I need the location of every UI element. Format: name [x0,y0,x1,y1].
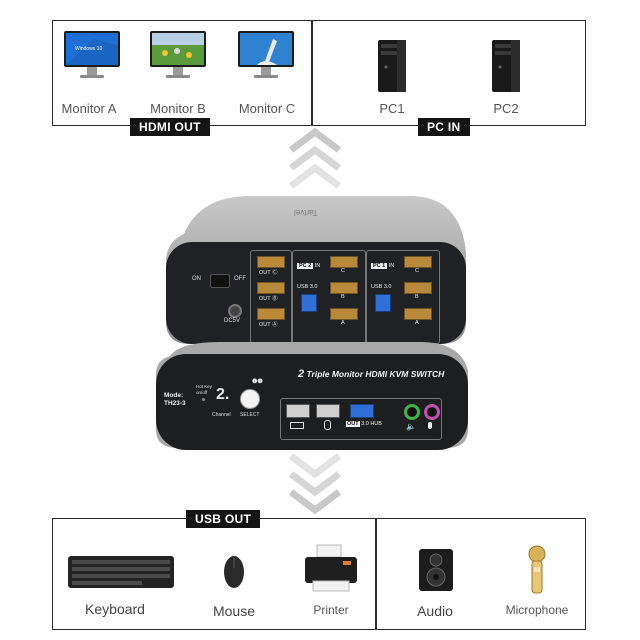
microphone-label: Microphone [505,603,569,617]
kvm-chassis-front [156,342,468,450]
pc2-label: PC2 [493,101,519,116]
pc2 [489,37,523,95]
mic-icon [428,422,432,429]
select-label: SELECT [240,412,260,418]
panel-divider [375,519,377,629]
mouse-icon [224,556,244,588]
keyboard-port-icon [290,422,304,429]
monitor-c [237,29,295,89]
pc2-usb-label: USB 3.0 [297,284,318,290]
monitor-icon [238,31,294,78]
dc-power-jack[interactable] [228,304,242,318]
down-arrows-icon [288,453,342,515]
hotkey-sub-label: on/off [196,390,208,395]
monitor-icon [150,31,206,78]
printer-icon [305,544,357,592]
hotkey-led [202,398,205,401]
off-label: OFF [234,276,246,282]
kvm-switch-back: Tartvel ON OFF DC5V OUT Ⓒ OUT Ⓑ OUT Ⓐ PC… [160,192,472,350]
monitor-c-label: Monitor C [238,101,296,116]
pc-tower-icon [378,40,406,92]
pc1-usb-port[interactable] [375,294,391,312]
hdmi-out-b-port[interactable] [257,282,285,294]
usb-out-tag: USB OUT [186,510,261,528]
output-input-panel: Windows 10 Monitor A Monitor B Monitor C [52,20,586,126]
mic-jack[interactable] [424,404,440,420]
model-value: TH23-3 [164,400,186,407]
pc1-usb-label: USB 3.0 [371,284,392,290]
pc2-in-label: PC 2 IN [297,263,321,269]
out-a-label: OUT Ⓐ [259,322,278,328]
pc1-hdmi-b-port[interactable] [404,282,432,294]
hdmi-out-c-port[interactable] [257,256,285,268]
pc2-port-b-label: B [341,294,345,300]
hotkey-label: Hot Key [196,384,213,389]
select-badge: ❶12❷ [252,379,263,385]
power-switch[interactable] [210,274,230,288]
usb3-hub-port[interactable] [350,404,374,418]
mouse-usb-port[interactable] [316,404,340,418]
pc2-hdmi-b-port[interactable] [330,282,358,294]
front-port-frame [280,398,442,440]
monitor-icon: Windows 10 [64,31,120,78]
pc2-hdmi-a-port[interactable] [330,308,358,320]
channel-label: Channel [212,412,231,418]
monitor-b-label: Monitor B [150,101,206,116]
up-arrows-icon [288,127,342,189]
pc1 [375,37,409,95]
pc1-label: PC1 [379,101,405,116]
pc-tower-icon [492,40,520,92]
pc-in-tag: PC IN [418,118,470,136]
audio-label: Audio [417,603,453,619]
brand-label: Tartvel [294,208,318,217]
pc2-port-a-label: A [341,320,345,326]
on-label: ON [192,276,201,282]
pc1-hdmi-c-port[interactable] [404,256,432,268]
mouse-label: Mouse [212,603,256,619]
pc1-port-c-label: C [415,268,419,274]
pc2-port-c-label: C [341,268,345,274]
panel-divider [311,21,313,125]
speaker-icon [419,549,453,591]
product-title: 2 Triple Monitor HDMI KVM SWITCH [298,368,445,380]
keyboard-label: Keyboard [85,601,145,617]
speaker-icon: 🔈 [406,422,416,431]
select-button[interactable] [240,389,260,409]
audio-jack[interactable] [404,404,420,420]
monitor-b [149,29,207,89]
dc-label: DC5V [224,318,241,324]
monitor-a: Windows 10 [63,29,121,89]
keyboard-usb-port[interactable] [286,404,310,418]
kvm-switch-front: 2 Triple Monitor HDMI KVM SWITCH Mode: T… [150,340,474,452]
hdmi-out-tag: HDMI OUT [130,118,210,136]
usb-out-panel: Keyboard Mouse Printer Audio Microphone [52,518,586,630]
pc1-port-b-label: B [415,294,419,300]
pc1-port-a-label: A [415,320,419,326]
microphone-icon [528,545,546,594]
pc2-usb-port[interactable] [301,294,317,312]
monitor-a-label: Monitor A [61,101,117,116]
pc2-hdmi-c-port[interactable] [330,256,358,268]
printer-label: Printer [313,603,349,617]
mouse-port-icon [324,420,331,430]
channel-display: 2. [216,386,230,403]
pc1-in-label: PC 1 IN [371,263,395,269]
out-c-label: OUT Ⓒ [259,270,278,276]
svg-text:Windows 10: Windows 10 [75,46,102,52]
keyboard-icon [68,556,174,588]
model-label: Mode: [164,392,184,399]
hub-label: OUT 3.0 HUB [346,421,382,427]
hdmi-out-a-port[interactable] [257,308,285,320]
pc1-hdmi-a-port[interactable] [404,308,432,320]
out-b-label: OUT Ⓑ [259,296,278,302]
